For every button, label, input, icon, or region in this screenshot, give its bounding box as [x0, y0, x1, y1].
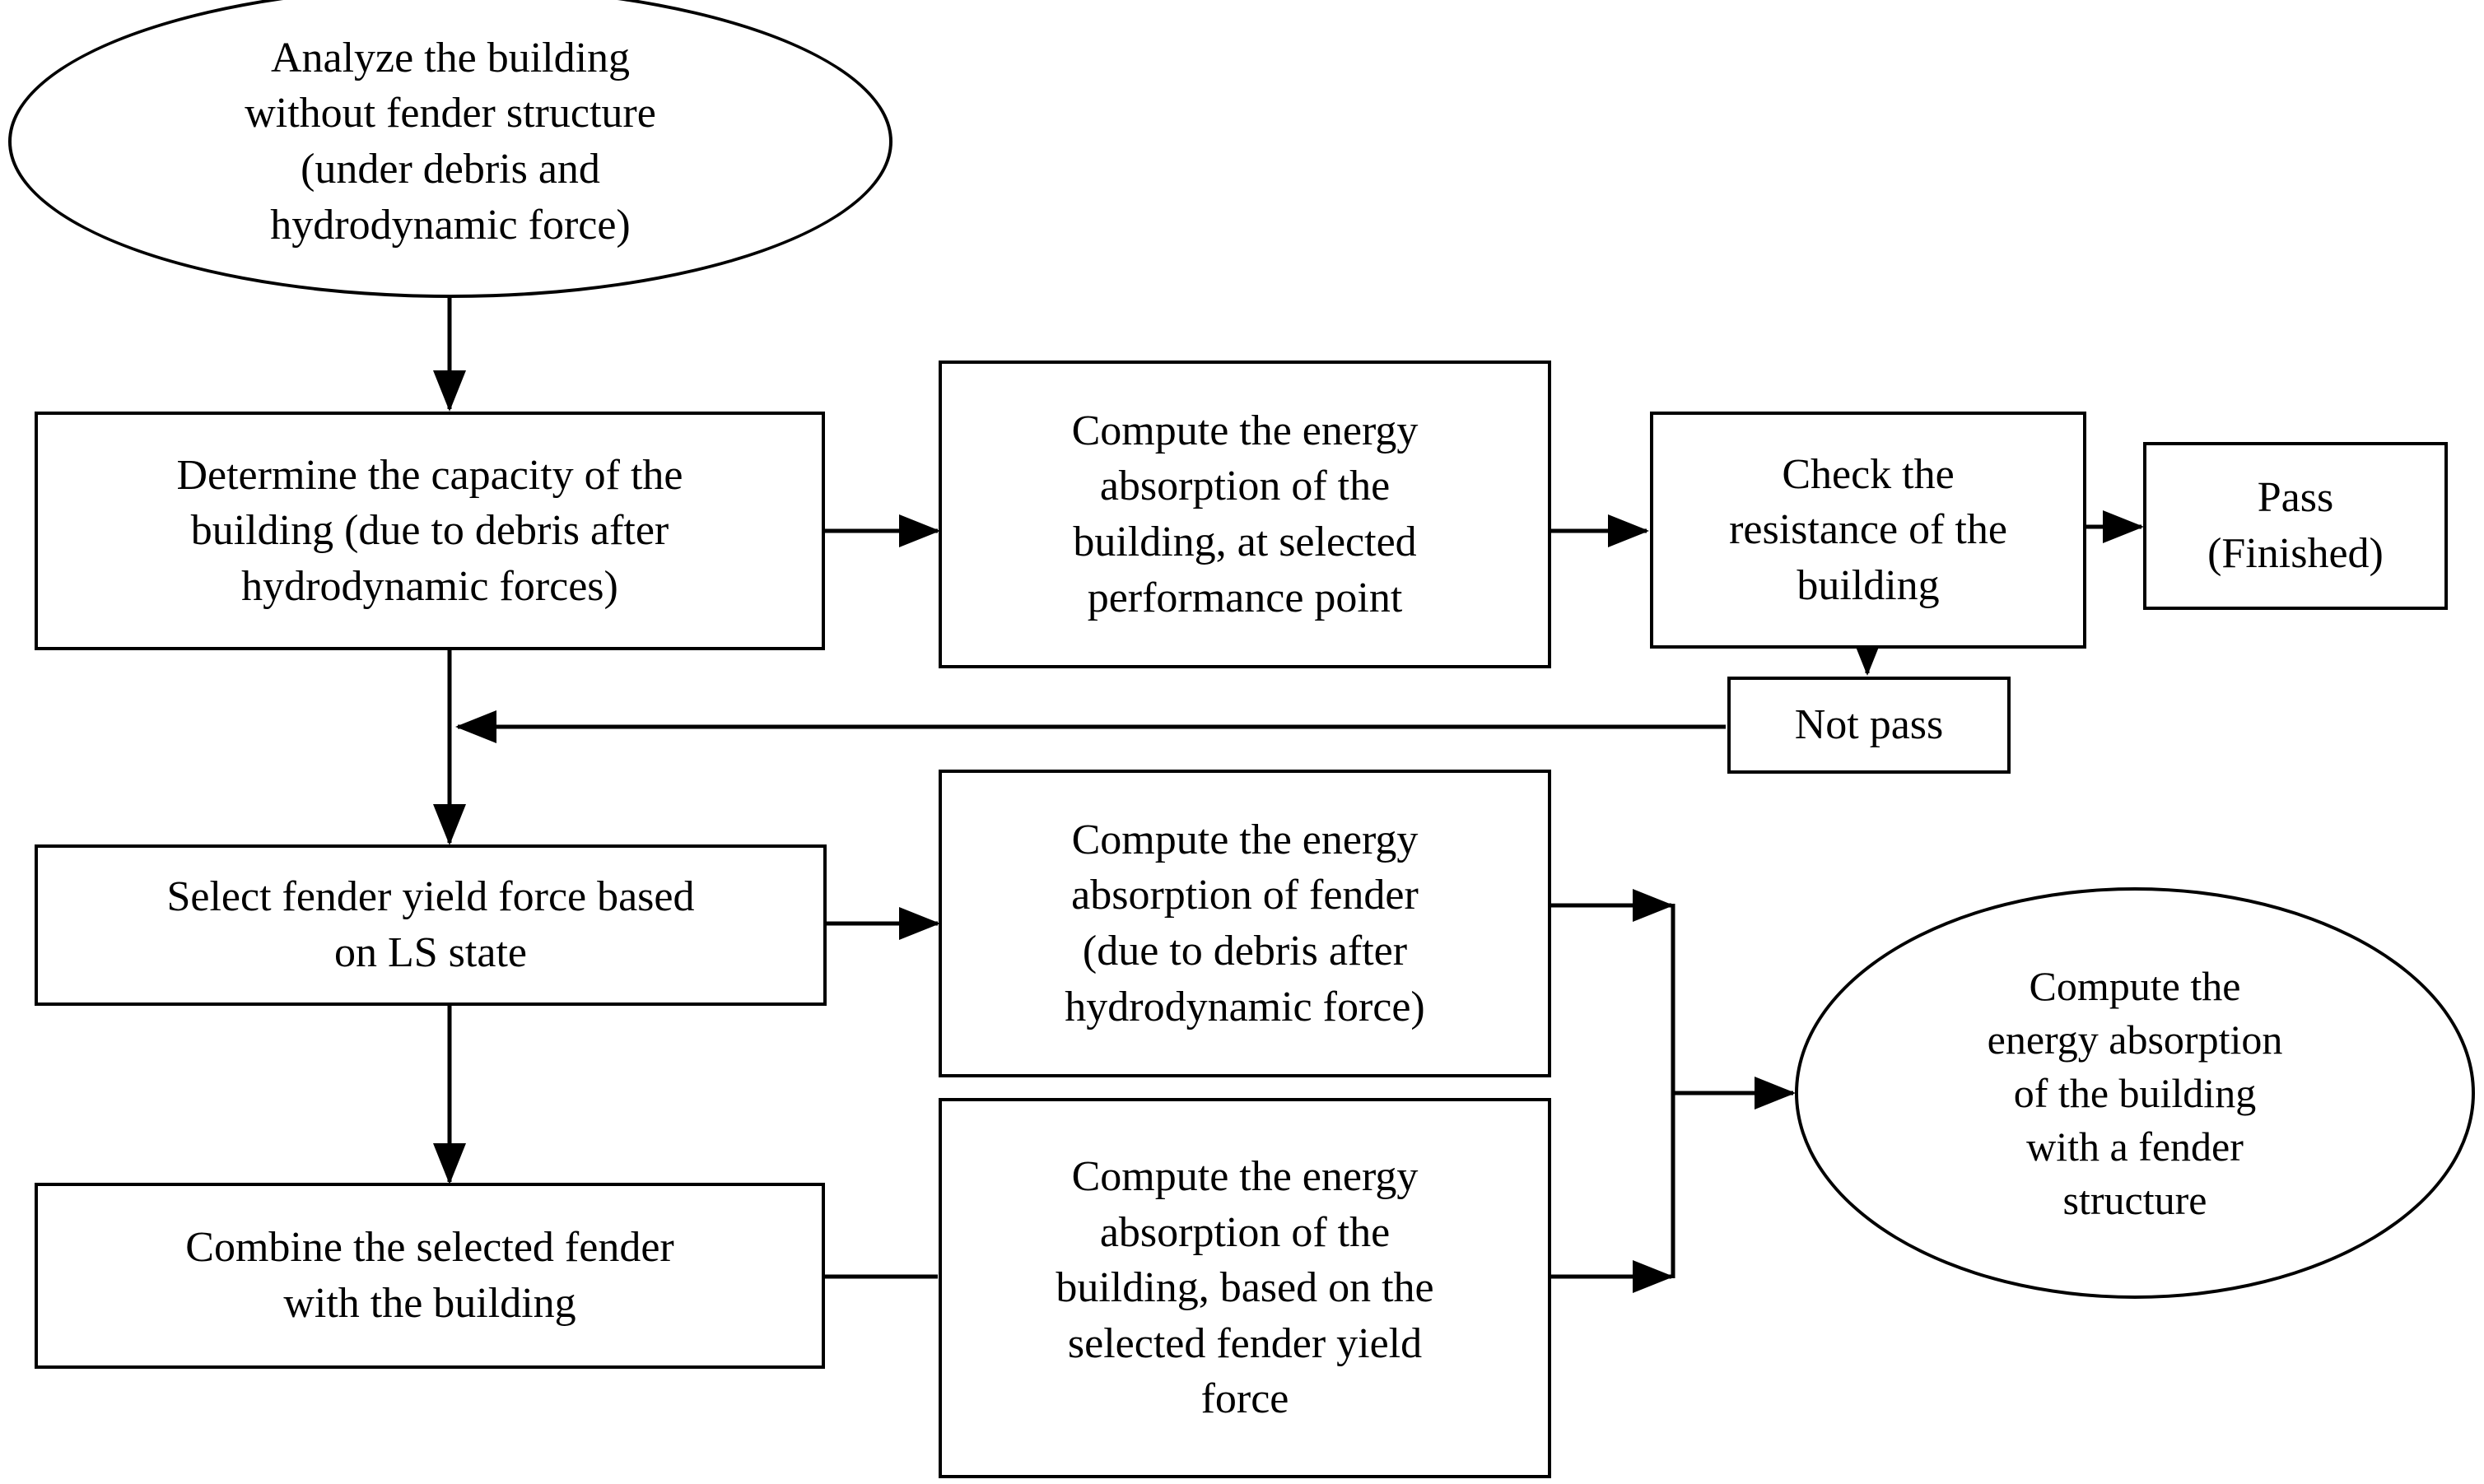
node-analyze-building-label: Analyze the building without fender stru…	[245, 34, 656, 249]
node-select-fender-yield-label: Select fender yield force based on LS st…	[166, 873, 695, 976]
node-compute-building-energy[interactable]: Compute the energy absorption of the bui…	[939, 361, 1551, 668]
node-compute-total-energy-label: Compute the energy absorption of the bui…	[1987, 962, 2283, 1223]
node-compute-building-energy-label: Compute the energy absorption of the bui…	[1071, 407, 1419, 621]
node-check-resistance[interactable]: Check the resistance of the building	[1650, 412, 2086, 649]
node-pass-finished-label: Pass (Finished)	[2207, 474, 2384, 577]
node-check-resistance-label: Check the resistance of the building	[1729, 450, 2007, 609]
node-compute-fender-energy-label: Compute the energy absorption of fender …	[1065, 816, 1425, 1030]
node-compute-total-energy[interactable]: Compute the energy absorption of the bui…	[1795, 887, 2475, 1299]
node-analyze-building[interactable]: Analyze the building without fender stru…	[8, 0, 892, 298]
node-combine-fender[interactable]: Combine the selected fender with the bui…	[35, 1183, 825, 1369]
node-determine-capacity[interactable]: Determine the capacity of the building (…	[35, 412, 825, 650]
node-compute-building-energy-fender-label: Compute the energy absorption of the bui…	[1056, 1153, 1434, 1423]
node-compute-building-energy-fender[interactable]: Compute the energy absorption of the bui…	[939, 1098, 1551, 1478]
node-select-fender-yield[interactable]: Select fender yield force based on LS st…	[35, 844, 827, 1006]
node-not-pass[interactable]: Not pass	[1727, 677, 2011, 774]
node-not-pass-label: Not pass	[1794, 701, 1944, 749]
node-combine-fender-label: Combine the selected fender with the bui…	[185, 1224, 674, 1327]
node-determine-capacity-label: Determine the capacity of the building (…	[176, 451, 683, 610]
node-pass-finished[interactable]: Pass (Finished)	[2143, 442, 2448, 610]
node-compute-fender-energy[interactable]: Compute the energy absorption of fender …	[939, 770, 1551, 1077]
